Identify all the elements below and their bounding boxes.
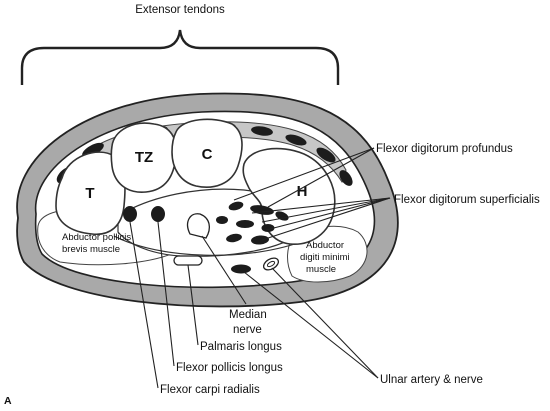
fds-tendon	[216, 216, 228, 224]
ulnar-nerve	[231, 264, 251, 274]
trapezoid-label: TZ	[135, 149, 153, 166]
capitate-bone	[171, 118, 243, 188]
trapezoid-bone	[110, 122, 178, 193]
extensor-tendon	[316, 147, 336, 163]
flexor-digitorum-superficialis-label: Flexor digitorum superficialis	[394, 194, 540, 206]
hamate-label: H	[297, 183, 308, 200]
fdp-tendon	[228, 201, 244, 211]
flexor-carpi-radialis-tendon	[123, 206, 137, 222]
ulnar-artery-nerve-label: Ulnar artery & nerve	[380, 374, 483, 386]
flexor-pollicis-longus-label: Flexor pollicis longus	[176, 362, 283, 374]
trapezium-bone	[55, 151, 126, 235]
flexor-retinaculum	[113, 235, 307, 256]
extensor-tendon	[339, 170, 353, 186]
capitate-label: C	[202, 146, 213, 163]
fds-tendon	[251, 235, 269, 245]
leader-lines	[129, 147, 391, 389]
flexor-digitorum-profundus-label: Flexor digitorum profundus	[376, 143, 513, 155]
trapezium-label: T	[85, 185, 94, 202]
hamate-bone	[242, 147, 336, 245]
palmaris-longus-label: Palmaris longus	[200, 341, 282, 353]
extensor-tendon	[251, 126, 273, 136]
fds-tendon	[261, 224, 275, 232]
abductor-digiti-minimi-label: Abductor digiti minimi muscle	[300, 240, 352, 275]
fds-tendon	[236, 220, 254, 228]
carpal-bones: T TZ C H	[55, 118, 336, 245]
palmaris-longus-tendon	[173, 255, 203, 266]
median-nerve	[186, 213, 211, 239]
ulnar-artery	[262, 257, 280, 271]
fds-tendon	[226, 233, 242, 243]
flexor-carpi-radialis-label: Flexor carpi radialis	[160, 384, 260, 396]
extensor-tendons-label: Extensor tendons	[135, 4, 225, 16]
extensor-tendon	[285, 134, 307, 146]
panel-letter: A	[4, 395, 12, 407]
flexor-pollicis-longus-tendon	[151, 206, 165, 222]
extensor-brace	[20, 29, 340, 85]
median-nerve-label: Median nerve	[229, 309, 270, 336]
abductor-pollicis-brevis-label: Abductor pollicis brevis muscle	[62, 232, 134, 255]
